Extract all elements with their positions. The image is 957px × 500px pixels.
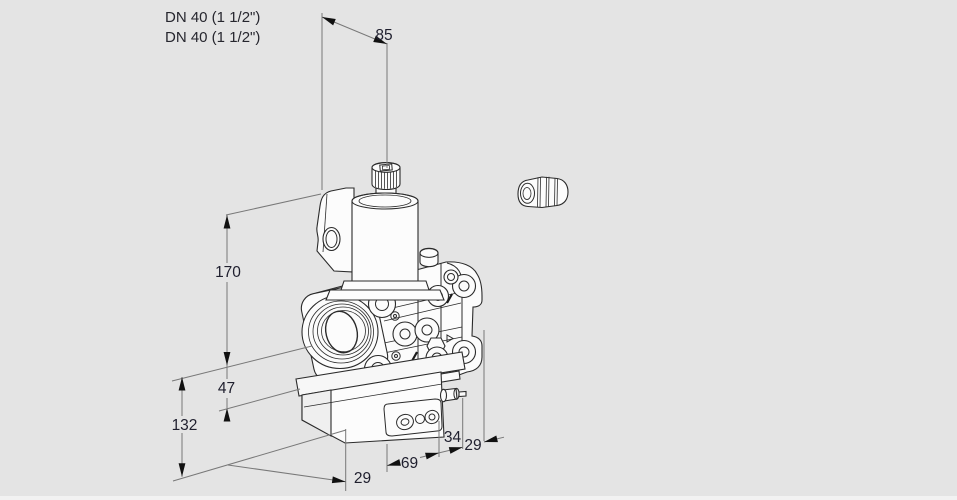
mounting-bracket — [316, 187, 355, 273]
dim-69-label: 69 — [401, 455, 418, 472]
valve-bottom-box — [301, 371, 467, 444]
valve-drawing — [295, 161, 569, 444]
vent-nipple — [439, 387, 467, 403]
dim-29-right-label: 29 — [464, 437, 481, 454]
cable-plug — [517, 176, 569, 209]
manual-knob — [371, 161, 401, 191]
top-boss-cap — [419, 248, 439, 258]
extension-lines — [171, 13, 485, 491]
solenoid-actuator — [325, 161, 445, 301]
dn-size-label-2: DN 40 (1 1/2") — [165, 29, 260, 46]
dim-132-label: 132 — [172, 417, 198, 434]
dim-34-label: 34 — [444, 429, 462, 446]
dim-170-label: 170 — [215, 264, 241, 281]
dim-29-left-label: 29 — [354, 470, 371, 487]
dimension-layer: DN 40 (1 1/2") DN 40 (1 1/2") 85 170 47 … — [165, 9, 505, 491]
dn-size-label-1: DN 40 (1 1/2") — [165, 9, 260, 26]
bottom-page-strip — [0, 496, 957, 500]
dim-47-label: 47 — [218, 380, 235, 397]
dim-85-label: 85 — [375, 27, 392, 44]
